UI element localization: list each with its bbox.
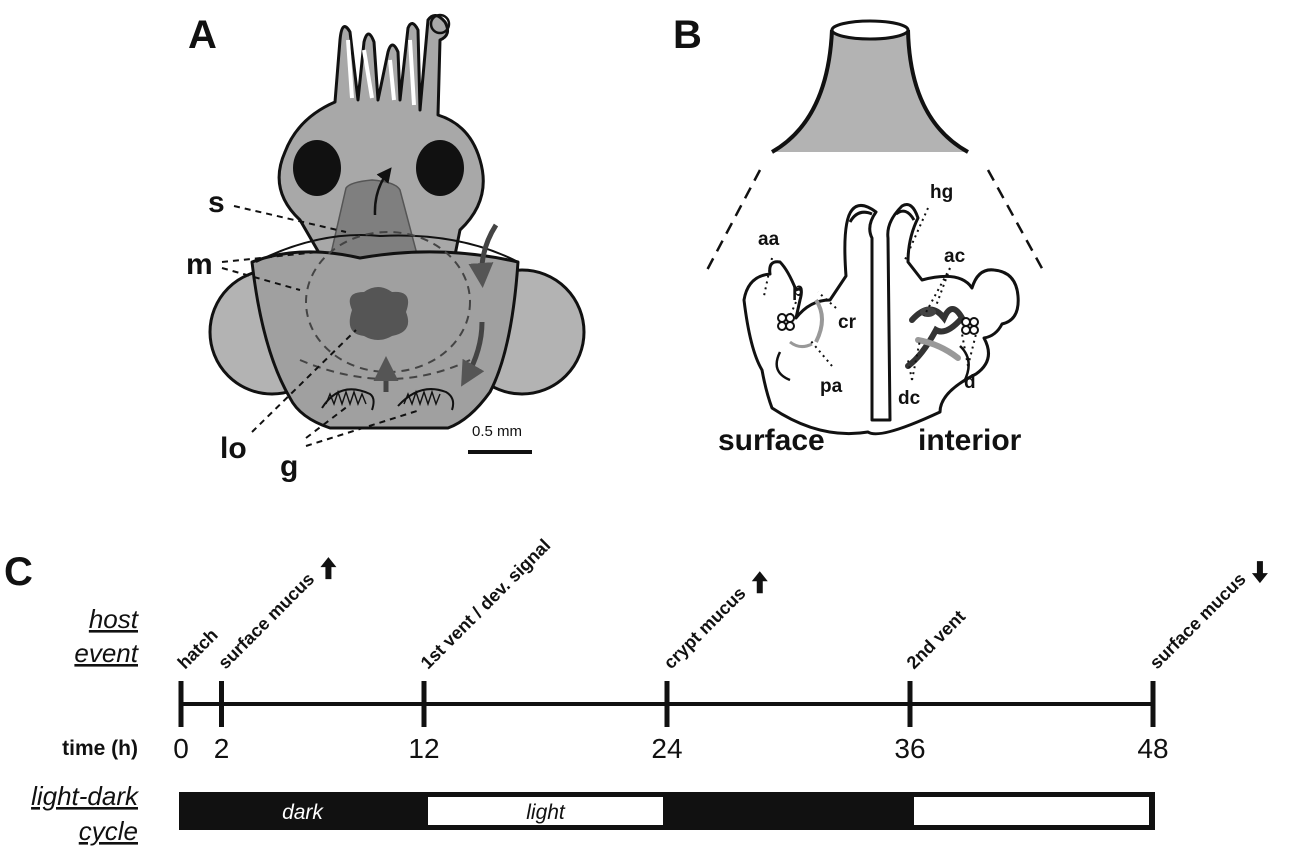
panel-a: A s m xyxy=(186,13,584,483)
cycle-segment-label: dark xyxy=(282,801,324,824)
antechamber xyxy=(920,307,936,317)
panel-c: C host event time (h) light-dark cycle 0… xyxy=(4,535,1268,846)
host-event: surface mucus xyxy=(214,569,318,673)
funnel xyxy=(772,30,968,152)
label-pa: pa xyxy=(820,376,843,397)
label-dc: dc xyxy=(898,388,921,409)
cycle-label-line2: cycle xyxy=(79,816,138,846)
host-event: 2nd vent xyxy=(903,606,969,672)
panel-c-label: C xyxy=(4,550,33,594)
timeline-tick-label: 24 xyxy=(651,733,682,764)
label-aa: aa xyxy=(758,229,780,250)
projection-right xyxy=(988,170,1044,272)
projection-left xyxy=(706,170,760,272)
label-ac: ac xyxy=(944,246,966,267)
host-event: hatch xyxy=(174,625,222,673)
timeline-tick-label: 0 xyxy=(173,733,189,764)
cycle-segment-dark xyxy=(667,792,910,830)
host-event-label: crypt mucus xyxy=(660,583,750,673)
increase-arrow-icon xyxy=(320,557,336,579)
label-d: d xyxy=(964,372,976,393)
host-event-label: 2nd vent xyxy=(903,606,969,672)
label-surface: surface xyxy=(718,424,825,457)
label-lo: lo xyxy=(220,432,247,465)
label-g: g xyxy=(280,450,298,483)
host-event-label: hatch xyxy=(174,625,222,673)
label-cr: cr xyxy=(838,312,857,333)
label-interior: interior xyxy=(918,424,1022,457)
host-event-label: surface mucus xyxy=(1146,569,1250,673)
panel-b-label: B xyxy=(673,13,702,57)
timeline-tick-label: 36 xyxy=(894,733,925,764)
host-event: crypt mucus xyxy=(660,583,750,673)
host-event-label: surface mucus xyxy=(214,569,318,673)
cycle-label-line1: light-dark xyxy=(31,781,140,811)
host-label-line2: event xyxy=(74,638,139,668)
panel-b: B xyxy=(673,13,1044,457)
time-axis-label: time (h) xyxy=(62,737,138,760)
decrease-arrow-icon xyxy=(1252,561,1268,583)
timeline-tick-label: 12 xyxy=(408,733,439,764)
increase-arrow-icon xyxy=(752,571,768,593)
light-organ xyxy=(350,287,408,340)
host-label-line1: host xyxy=(89,604,140,634)
panel-a-label: A xyxy=(188,13,217,57)
host-event: 1st vent / dev. signal xyxy=(417,535,555,673)
host-event-label: 1st vent / dev. signal xyxy=(417,535,555,673)
light-dark-cycle-bar: dark light xyxy=(179,792,1155,830)
scale-bar-label: 0.5 mm xyxy=(472,423,522,440)
funnel-opening xyxy=(832,21,908,39)
left-eye xyxy=(293,140,341,196)
timeline-tick-label: 2 xyxy=(214,733,230,764)
cycle-segment-light xyxy=(914,797,1149,825)
label-hg: hg xyxy=(930,182,953,203)
right-eye xyxy=(416,140,464,196)
label-m: m xyxy=(186,248,213,281)
host-event: surface mucus xyxy=(1146,569,1250,673)
label-p: p xyxy=(792,280,804,301)
label-s: s xyxy=(208,186,225,219)
timeline-tick-label: 48 xyxy=(1137,733,1168,764)
cycle-segment-label: light xyxy=(526,801,566,824)
